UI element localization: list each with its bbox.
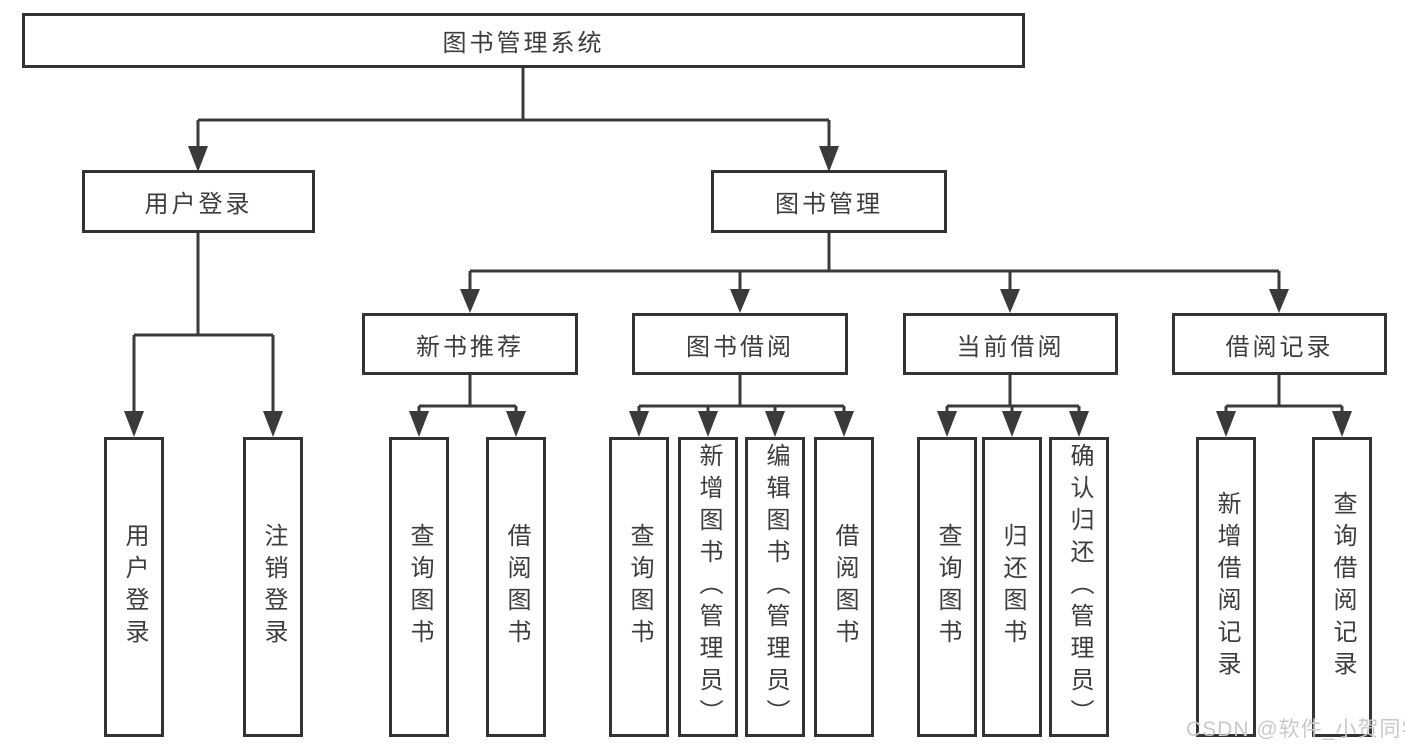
arrowhead-icon xyxy=(698,411,718,437)
connector-user-login-to-leaves xyxy=(124,233,283,437)
arrowhead-icon xyxy=(1332,411,1352,437)
arrowhead-icon xyxy=(1069,411,1089,437)
node-label: 新书推荐 xyxy=(416,333,524,361)
arrowhead-icon xyxy=(188,146,208,172)
node-book-management: 图书管理 xyxy=(711,170,947,233)
arrowhead-icon xyxy=(1000,289,1020,313)
node-add-borrow-record: 新增借阅记录 xyxy=(1196,437,1256,737)
node-label: 查询图书 xyxy=(934,523,961,651)
node-new-book-recommend: 新书推荐 xyxy=(362,313,578,375)
connector-current-borrow-to-leaves xyxy=(937,375,1089,437)
connector-root-to-level2 xyxy=(188,68,839,172)
node-edit-book-admin: 编辑图书（管理员） xyxy=(745,437,805,737)
arrowhead-icon xyxy=(409,411,429,437)
connector-borrow-record-to-leaves xyxy=(1216,375,1352,437)
node-book-management-system: 图书管理系统 xyxy=(22,13,1025,68)
arrowhead-icon xyxy=(730,289,750,313)
node-label: 查询图书 xyxy=(406,523,433,651)
node-add-book-admin: 新增图书（管理员） xyxy=(678,437,738,737)
arrowhead-icon xyxy=(765,411,785,437)
node-label: 用户登录 xyxy=(144,191,253,218)
arrowhead-icon xyxy=(460,289,480,313)
node-label: 图书管理系统 xyxy=(442,30,605,57)
node-label: 查询借阅记录 xyxy=(1329,491,1356,683)
node-user-login: 用户登录 xyxy=(104,437,164,737)
node-label: 图书管理 xyxy=(775,191,883,218)
node-label: 图书借阅 xyxy=(686,333,794,361)
arrowhead-icon xyxy=(1002,411,1022,437)
node-label: 借阅记录 xyxy=(1225,333,1334,361)
node-label: 当前借阅 xyxy=(956,333,1065,361)
node-borrow-records: 借阅记录 xyxy=(1172,313,1387,375)
node-label: 新增借阅记录 xyxy=(1213,491,1240,683)
node-user-login-group: 用户登录 xyxy=(82,170,315,233)
node-label: 确认归还（管理员） xyxy=(1066,443,1093,731)
node-confirm-return-admin: 确认归还（管理员） xyxy=(1049,437,1109,737)
node-logout: 注销登录 xyxy=(243,437,303,737)
node-return-book: 归还图书 xyxy=(982,437,1042,737)
connector-book-mgmt-to-level3 xyxy=(460,233,1289,313)
node-label: 借阅图书 xyxy=(503,523,530,651)
node-label: 新增图书（管理员） xyxy=(695,443,722,731)
node-current-borrow: 当前借阅 xyxy=(903,313,1118,375)
node-label: 归还图书 xyxy=(999,523,1026,651)
node-query-books-current: 查询图书 xyxy=(917,437,977,737)
arrowhead-icon xyxy=(819,146,839,172)
arrowhead-icon xyxy=(1269,289,1289,313)
arrowhead-icon xyxy=(124,411,144,437)
arrowhead-icon xyxy=(937,411,957,437)
node-label: 编辑图书（管理员） xyxy=(762,443,789,731)
connector-new-book-to-leaves xyxy=(409,375,526,437)
node-query-books-recommend: 查询图书 xyxy=(389,437,449,737)
node-query-books-borrow: 查询图书 xyxy=(609,437,669,737)
node-label: 查询图书 xyxy=(626,523,653,651)
arrowhead-icon xyxy=(263,411,283,437)
node-borrow-books: 借阅图书 xyxy=(814,437,874,737)
node-book-borrow: 图书借阅 xyxy=(632,313,848,375)
node-label: 注销登录 xyxy=(260,523,287,651)
node-borrow-books-recommend: 借阅图书 xyxy=(486,437,546,737)
node-label: 用户登录 xyxy=(121,523,148,651)
arrowhead-icon xyxy=(506,411,526,437)
csdn-watermark: CSDN @软件_小贺同学 xyxy=(1186,718,1405,741)
connector-book-borrow-to-leaves xyxy=(629,375,854,437)
arrowhead-icon xyxy=(1216,411,1236,437)
arrowhead-icon xyxy=(834,411,854,437)
node-label: 借阅图书 xyxy=(831,523,858,651)
node-query-borrow-record: 查询借阅记录 xyxy=(1312,437,1372,737)
arrowhead-icon xyxy=(629,411,649,437)
